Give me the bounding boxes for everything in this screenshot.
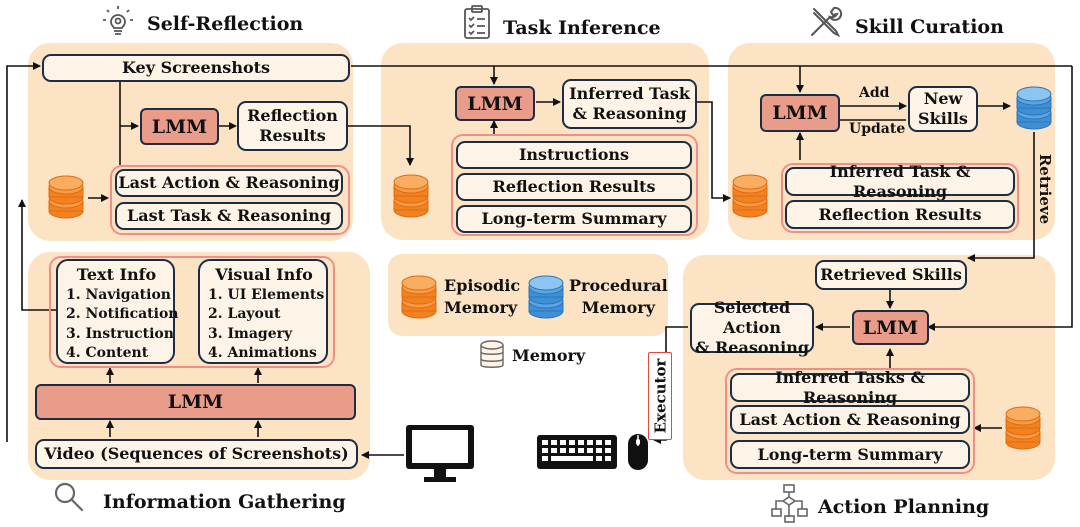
self-reflection-input-group: [110, 165, 350, 235]
reflection-results-line-2: Results: [259, 126, 326, 145]
visual-info-item: 4. Animations: [208, 345, 317, 361]
new-skills-line-1: New: [923, 89, 963, 108]
magnifier-icon: [54, 482, 84, 512]
inferred-task-reasoning-box: Inferred Task & Reasoning: [785, 162, 1015, 201]
visual-info-box: Visual Info 1. UI Elements 2. Layout 3. …: [198, 259, 328, 364]
visual-info-item: 1. UI Elements: [208, 286, 325, 303]
text-info-item: 4. Content: [66, 345, 149, 361]
update-label: Update: [849, 121, 906, 137]
skill-curation-input-group: [781, 163, 1019, 233]
procedural-line-1: Procedural: [569, 276, 668, 295]
action-planning-lmm: LMM: [852, 310, 929, 345]
executor-text: Executor: [651, 358, 670, 434]
information-gathering-lmm: LMM: [35, 384, 356, 420]
memory-title: Memory: [512, 346, 586, 365]
self-reflection-episodic-db-icon: [48, 175, 84, 219]
mouse-icon: [628, 434, 648, 470]
visual-info-title: Visual Info: [215, 265, 313, 284]
flowchart-icon: [771, 484, 808, 523]
skill-curation-title: Skill Curation: [855, 16, 1004, 38]
reflection-results-box: Reflection Results: [237, 101, 348, 151]
skill-curation-episodic-db-icon: [732, 174, 768, 218]
episodic-memory-label: Episodic Memory: [444, 275, 520, 319]
reflection-results-line-1: Reflection: [247, 106, 338, 125]
reflection-results-skill-box: Reflection Results: [785, 200, 1015, 229]
tools-icon: [811, 6, 843, 38]
episodic-line-2: Memory: [444, 298, 518, 317]
keyboard-icon: [537, 435, 617, 469]
selected-action-line-1: Selected Action: [713, 298, 791, 337]
lightbulb-gear-icon: [103, 6, 133, 35]
self-reflection-title: Self-Reflection: [147, 13, 304, 35]
database-icon: [480, 340, 504, 368]
reflection-results-input-box: Reflection Results: [456, 173, 692, 201]
instructions-box: Instructions: [456, 141, 692, 169]
last-task-reasoning-box: Last Task & Reasoning: [115, 202, 343, 230]
inferred-tasks-reasoning-box: Inferred Tasks & Reasoning: [730, 368, 970, 407]
retrieve-label: Retrieve: [1036, 153, 1055, 225]
task-inference-episodic-db-icon: [393, 174, 429, 218]
task-inference-title: Task Inference: [503, 17, 661, 39]
text-info-item: 2. Notification: [66, 306, 179, 322]
text-info-item: 3. Instruction: [66, 325, 174, 342]
long-term-summary-plan-box: Long-term Summary: [730, 440, 970, 469]
inferred-task-line-1: Inferred Task: [569, 84, 690, 103]
procedural-memory-label: Procedural Memory: [569, 275, 668, 319]
new-skills-box: New Skills: [908, 86, 978, 132]
monitor-icon: [406, 425, 474, 482]
key-screenshots-box: Key Screenshots: [42, 54, 350, 82]
selected-action-line-2: & Reasoning: [694, 338, 810, 357]
info-output-group: [49, 256, 335, 368]
action-planning-input-group: [725, 368, 975, 474]
new-skills-line-2: Skills: [918, 109, 968, 128]
long-term-summary-box: Long-term Summary: [456, 205, 692, 233]
selected-action-box: Selected Action & Reasoning: [690, 298, 814, 357]
procedural-memory-icon: [528, 275, 564, 319]
self-reflection-lmm: LMM: [140, 108, 219, 145]
add-label: Add: [859, 85, 890, 101]
procedural-db-icon: [1016, 86, 1052, 130]
video-box: Video (Sequences of Screenshots): [35, 439, 358, 469]
retrieved-skills-box: Retrieved Skills: [815, 260, 967, 290]
task-inference-input-group: [451, 134, 698, 236]
information-gathering-title: Information Gathering: [103, 491, 346, 513]
episodic-line-1: Episodic: [444, 276, 521, 295]
text-info-box: Text Info 1. Navigation 2. Notification …: [56, 259, 179, 364]
inferred-task-line-2: & Reasoning: [572, 104, 687, 123]
last-action-reasoning-box: Last Action & Reasoning: [115, 169, 343, 197]
action-planning-title: Action Planning: [818, 496, 990, 518]
inferred-task-box: Inferred Task & Reasoning: [562, 79, 697, 129]
executor-label: Executor: [648, 352, 672, 440]
episodic-memory-icon: [401, 275, 437, 319]
text-info-item: 1. Navigation: [66, 286, 171, 303]
visual-info-item: 3. Imagery: [208, 325, 293, 342]
task-inference-lmm: LMM: [455, 86, 535, 121]
text-info-title: Text Info: [76, 265, 157, 284]
action-planning-episodic-db-icon: [1005, 406, 1041, 450]
skill-curation-lmm: LMM: [760, 94, 840, 132]
visual-info-item: 2. Layout: [208, 306, 281, 322]
checklist-icon: [464, 5, 490, 39]
last-action-reasoning-plan-box: Last Action & Reasoning: [730, 405, 970, 434]
procedural-line-2: Memory: [581, 298, 655, 317]
